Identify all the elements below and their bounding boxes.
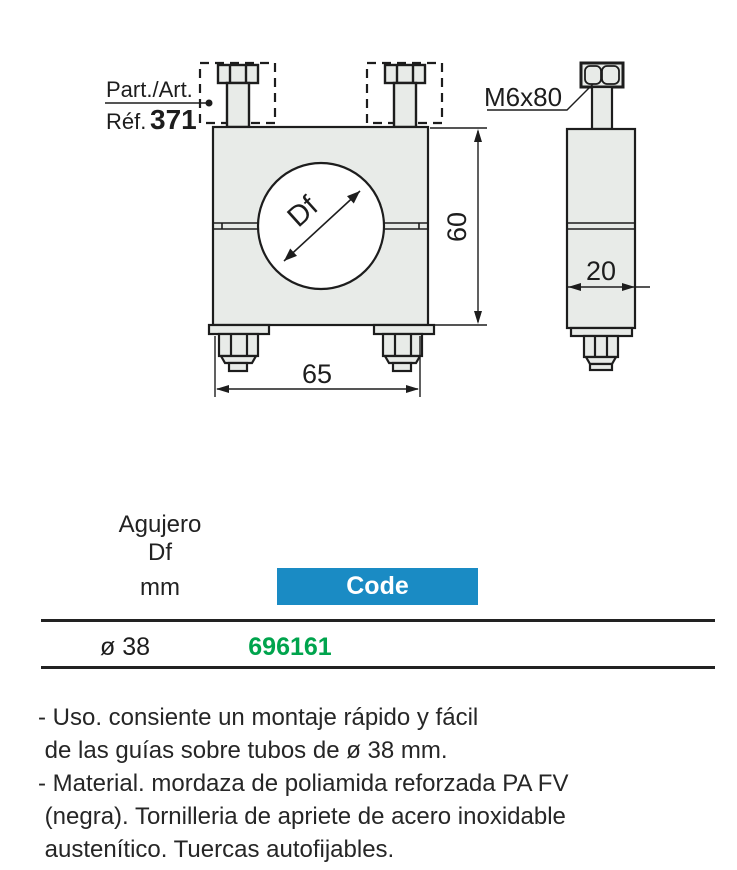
washer-right <box>372 323 436 336</box>
part-art-label: Part./Art. <box>106 77 193 102</box>
bolt-top-left <box>216 63 260 129</box>
ref-label: Réf. <box>106 109 146 134</box>
table-rule-top <box>41 619 715 622</box>
side-bolt-head <box>579 61 625 89</box>
side-nut <box>582 334 620 372</box>
front-view <box>198 61 444 373</box>
hole-value: ø 38 <box>99 633 151 661</box>
technical-drawing: 60 65 20 Df M6x80 Part./Art. Réf. 371 <box>105 61 650 397</box>
ref-leader <box>105 99 213 107</box>
bolt-top-right <box>383 63 427 129</box>
note-line: - Material. mordaza de poliamida reforza… <box>38 770 569 797</box>
side-view <box>565 61 637 372</box>
bolt-spec-label: M6x80 <box>484 82 562 112</box>
dim-height-60 <box>430 127 487 326</box>
code-header: Code <box>277 568 478 605</box>
dim-depth-20 <box>568 283 650 291</box>
note-line: - Uso. consiente un montaje rápido y fác… <box>38 704 479 731</box>
washer-left <box>207 323 271 336</box>
product-notes: - Uso. consiente un montaje rápido y fác… <box>38 701 568 866</box>
df-arrow <box>283 190 361 262</box>
table-rule-bottom <box>41 666 715 669</box>
dim-depth-value: 20 <box>586 256 616 286</box>
code-value: 696161 <box>248 633 332 661</box>
code-header-label: Code <box>346 572 409 600</box>
side-bolt-shaft <box>590 85 614 131</box>
nut-bottom-left <box>217 332 260 373</box>
table-header-hole-line3: mm <box>140 574 180 601</box>
ref-number: 371 <box>150 104 197 135</box>
note-line: de las guías sobre tubos de ø 38 mm. <box>38 737 448 764</box>
dim-width-value: 65 <box>302 359 332 389</box>
side-split-line <box>567 222 635 230</box>
table-header-hole-line2: Df <box>148 539 172 566</box>
side-washer <box>569 326 634 338</box>
dim-width-65 <box>214 336 421 397</box>
bolt-spec-leader <box>487 83 594 111</box>
note-line: (negra). Tornilleria de apriete de acero… <box>38 803 566 830</box>
note-line: austenítico. Tuercas autofijables. <box>38 836 395 863</box>
dim-height-value: 60 <box>442 212 472 242</box>
table-header-hole-line1: Agujero <box>118 511 202 538</box>
nut-bottom-right <box>381 332 424 373</box>
